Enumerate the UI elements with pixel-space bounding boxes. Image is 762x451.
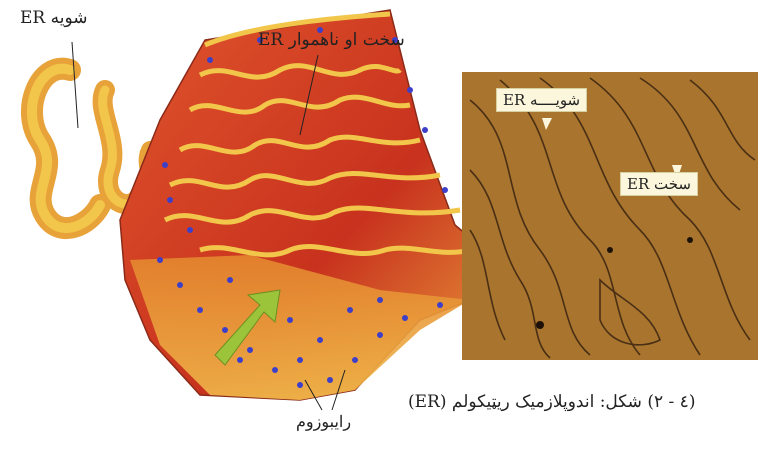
micrograph-smooth-er-label: شویــــه ER (496, 88, 587, 112)
figure-caption: (٤ - ٢) شکل: اندوپلازمیک ریټیکولم (ER) (408, 392, 695, 412)
er-micrograph (462, 72, 758, 360)
smooth-er-label: شویه ER (20, 8, 88, 28)
ribosome-label: رایبوزوم (296, 412, 351, 431)
rough-er-label: سخت او ناهموار ER (258, 30, 405, 50)
micrograph-rough-er-label: سخت ER (620, 172, 698, 196)
